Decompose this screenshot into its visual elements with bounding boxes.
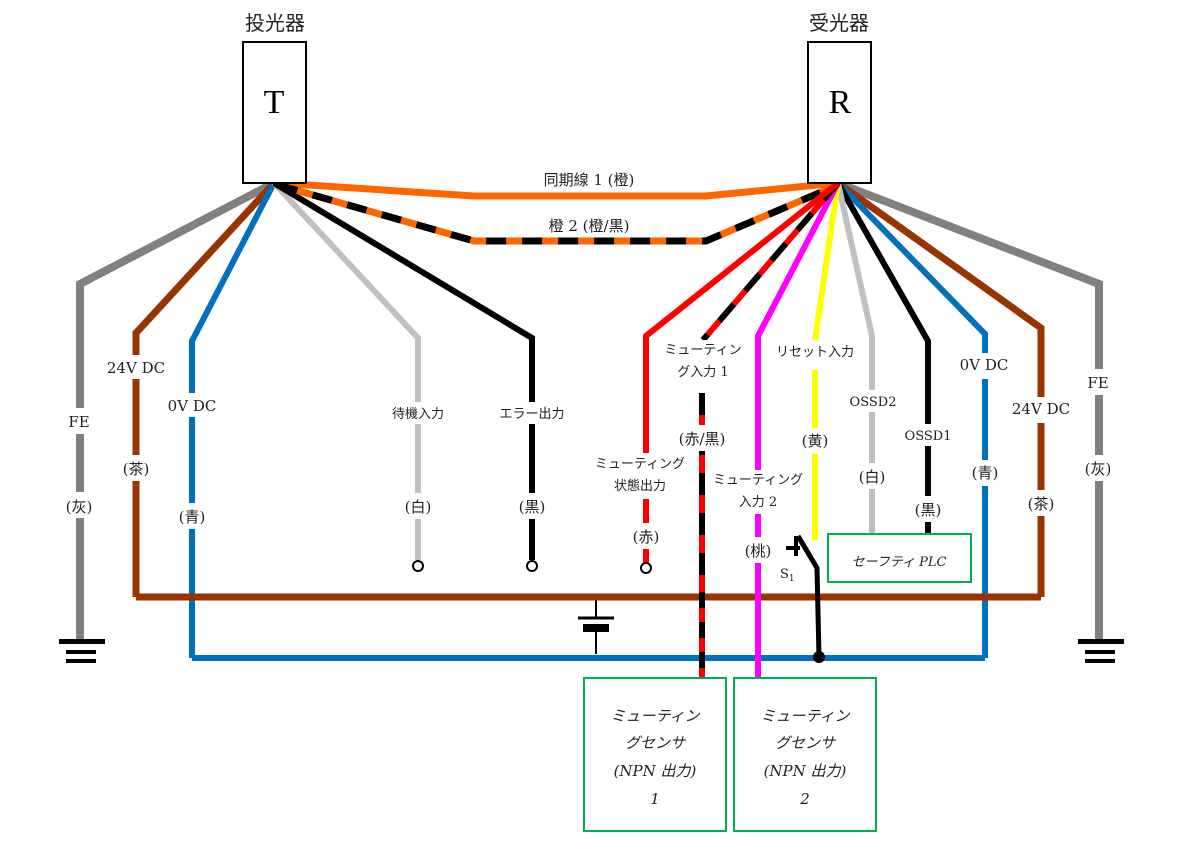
muting-status-terminal xyxy=(640,562,652,574)
reset-label: リセット入力 xyxy=(776,345,854,360)
emitter-0v-wire xyxy=(189,181,277,658)
emitter-letter: T xyxy=(264,84,285,121)
emitter-24v-color: (茶) xyxy=(123,460,150,478)
switch-label: S1 xyxy=(780,567,795,584)
sync1-wire xyxy=(277,179,839,200)
receiver-0v-wire xyxy=(835,180,988,658)
muting-in2-label-2: 入力 2 xyxy=(739,495,777,510)
sensor1-line2: グセンサ xyxy=(625,734,686,752)
safety-plc-box: セーフティ PLC xyxy=(827,533,972,583)
emitter-standby-wire xyxy=(271,180,421,560)
muting-sensor-1: ミューティン グセンサ (NPN 出力) 1 xyxy=(583,677,727,832)
muting-in2-color: (桃) xyxy=(745,542,772,560)
emitter-wires xyxy=(76,179,535,658)
receiver-box xyxy=(807,41,872,184)
muting-in1-color: (赤/黒) xyxy=(679,430,726,448)
safety-plc-label: セーフティ PLC xyxy=(852,555,947,570)
sync2-label: 橙 2 (橙/黒) xyxy=(549,217,630,235)
label-gaps xyxy=(58,340,1121,563)
receiver-24v-label: 24V DC xyxy=(1012,400,1070,418)
muting-in2-label-1: ミューティング xyxy=(713,473,803,488)
sensor1-line1: ミューティン xyxy=(610,707,700,725)
emitter-fe-wire xyxy=(76,179,276,640)
muting-status-label-2: 状態出力 xyxy=(614,478,666,494)
receiver-24v-color: (茶) xyxy=(1028,495,1055,513)
standby-label: 待機入力 xyxy=(392,407,444,422)
emitter-fe-color: (灰) xyxy=(66,498,93,516)
sensor1-line4: 1 xyxy=(650,790,660,808)
receiver-ossd1-wire xyxy=(835,181,931,534)
ground-icon-right xyxy=(1078,639,1124,663)
ground-icon-left xyxy=(59,639,105,663)
standby-terminal xyxy=(412,560,424,572)
receiver-muting-in2-wire xyxy=(755,181,841,678)
sync1-label: 同期線 1 (橙) xyxy=(544,171,635,189)
emitter-box xyxy=(242,41,307,184)
receiver-fe-color: (灰) xyxy=(1085,460,1112,478)
battery-icon xyxy=(578,600,614,654)
emitter-24v-wire xyxy=(132,180,277,597)
muting-status-label-1: ミューティング xyxy=(595,457,685,472)
error-color: (黒) xyxy=(519,498,546,516)
receiver-fe-label: FE xyxy=(1087,374,1108,392)
receiver-0v-label: 0V DC xyxy=(960,356,1009,374)
sync2-wire-stripe xyxy=(277,181,840,245)
error-label: エラー出力 xyxy=(499,407,564,422)
sync-wires xyxy=(277,179,840,245)
emitter-24v-label: 24V DC xyxy=(107,359,165,377)
emitter-fe-label: FE xyxy=(68,413,89,431)
muting-sensor-2: ミューティン グセンサ (NPN 出力) 2 xyxy=(733,677,877,832)
receiver-0v-color: (青) xyxy=(972,464,999,482)
ossd1-color: (黒) xyxy=(915,501,942,519)
receiver-title: 受光器 xyxy=(809,11,869,35)
emitter-error-wire xyxy=(272,180,535,560)
ossd2-color: (白) xyxy=(859,468,886,486)
emitter-0v-label: 0V DC xyxy=(168,397,217,415)
sensor2-line4: 2 xyxy=(799,790,810,808)
sensor2-line1: ミューティン xyxy=(760,707,850,725)
sensor2-line3: (NPN 出力) xyxy=(764,762,847,780)
emitter-title: 投光器 xyxy=(245,11,305,35)
standby-color: (白) xyxy=(405,498,432,516)
muting-status-color: (赤) xyxy=(633,528,660,546)
emitter-0v-color: (青) xyxy=(179,508,206,526)
error-terminal xyxy=(526,560,538,572)
ossd1-label: OSSD1 xyxy=(905,429,952,444)
switch-s1[interactable]: S1 xyxy=(780,534,825,663)
ossd2-label: OSSD2 xyxy=(850,395,897,410)
sensor1-line3: (NPN 出力) xyxy=(614,762,697,780)
receiver-letter: R xyxy=(829,84,852,121)
reset-color: (黄) xyxy=(802,432,829,450)
receiver-fe-wire xyxy=(836,179,1103,640)
muting-in1-label-1: ミューティン xyxy=(664,343,741,358)
muting-in1-label-2: グ入力 1 xyxy=(677,365,728,380)
junction-dot xyxy=(813,651,825,663)
sensor2-line2: グセンサ xyxy=(775,734,836,752)
